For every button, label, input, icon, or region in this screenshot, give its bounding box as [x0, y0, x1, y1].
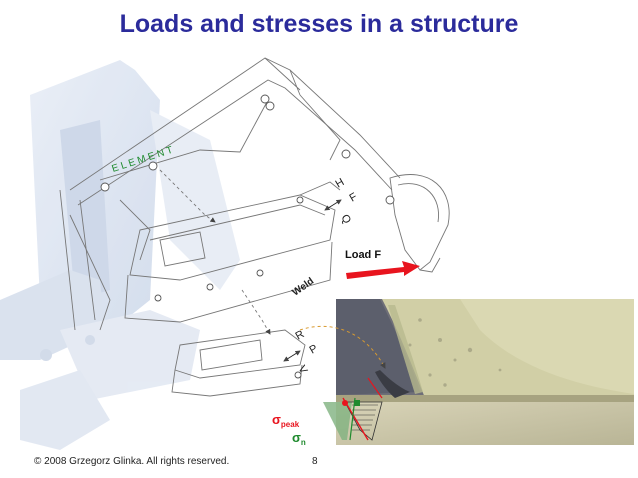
- lower-force-arrows: [283, 350, 301, 362]
- force-label-p: P: [308, 343, 320, 357]
- force-label-h: H: [334, 176, 347, 190]
- force-label-r: R: [294, 328, 307, 342]
- load-arrow: [346, 261, 420, 279]
- weld-label: Weld: [290, 276, 316, 299]
- pin-joints: [100, 94, 395, 379]
- stress-distribution: [323, 377, 383, 441]
- force-label-q: Q: [338, 213, 353, 227]
- excavator-line-sketch: [59, 57, 450, 397]
- upper-force-labels: H F Q: [334, 176, 360, 226]
- force-label-f: F: [348, 191, 360, 205]
- footer-copyright: © 2008 Grzegorz Glinka. All rights reser…: [34, 456, 230, 467]
- sigma-peak-symbol: σ: [272, 412, 281, 427]
- sigma-peak-label: σpeak: [272, 412, 300, 429]
- weld-micrograph: [336, 299, 634, 445]
- sigma-n-label: σn: [292, 430, 306, 447]
- sigma-peak-subscript: peak: [281, 420, 300, 429]
- slide-title: Loads and stresses in a structure: [119, 10, 519, 38]
- sigma-peak-region: [344, 401, 383, 441]
- page-number: 8: [312, 456, 318, 467]
- background-excavator-watermark: [0, 60, 240, 450]
- sigma-n-region: [323, 402, 352, 440]
- sigma-n-symbol: σ: [292, 430, 301, 445]
- load-label: Load F: [345, 249, 381, 261]
- sigma-n-subscript: n: [301, 438, 306, 447]
- upper-force-arrows: [324, 199, 342, 211]
